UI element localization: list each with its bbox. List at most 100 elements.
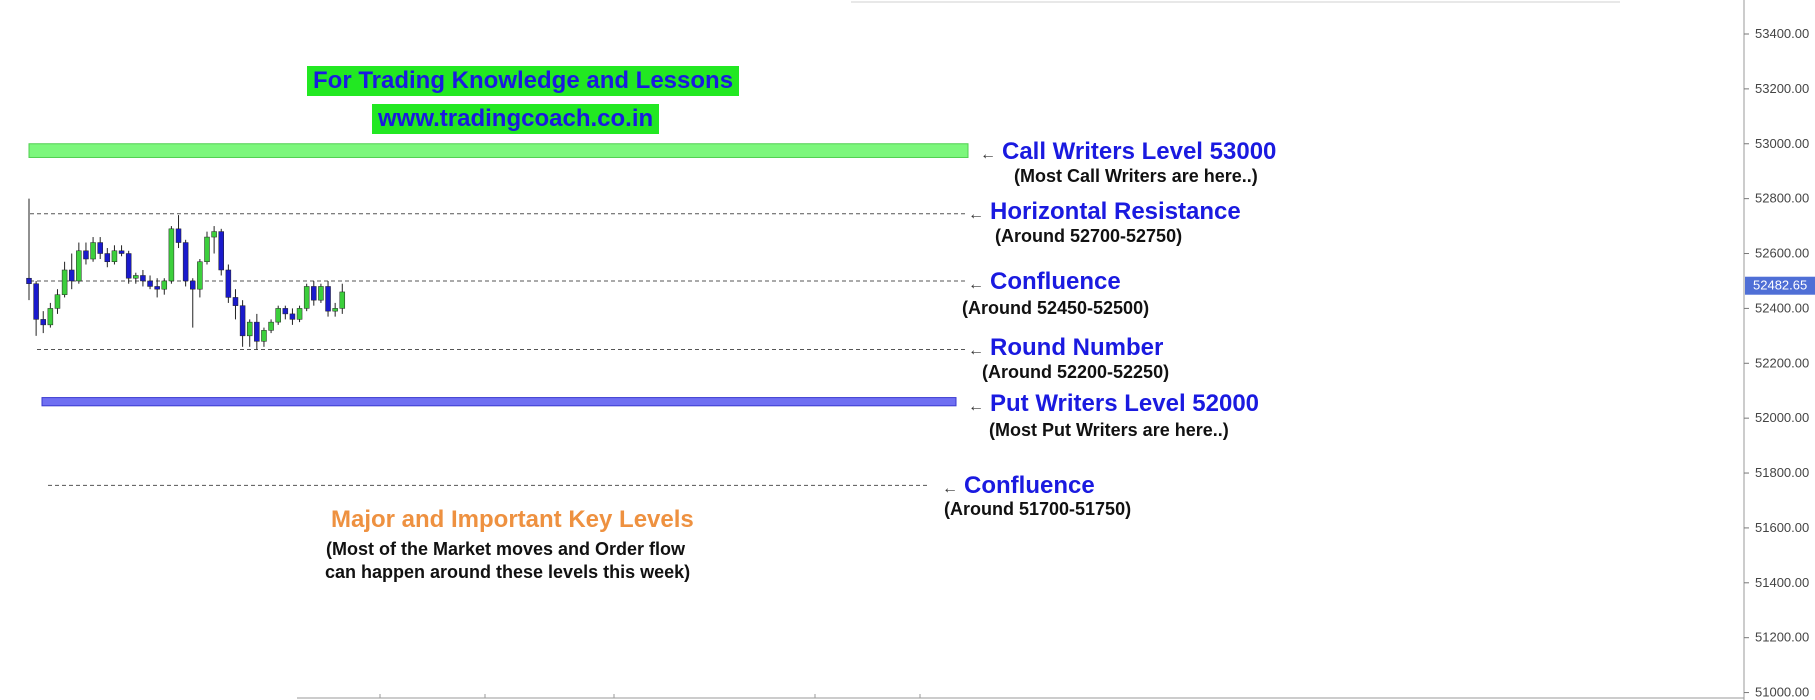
candle-body <box>303 286 310 309</box>
candle <box>104 248 111 268</box>
level-title: Confluence <box>990 268 1121 295</box>
candle-body <box>83 250 89 260</box>
candle-body <box>104 253 111 263</box>
candle <box>147 275 153 290</box>
candle <box>218 228 224 276</box>
current-price-tag <box>1745 276 1815 295</box>
candle <box>275 305 281 325</box>
price-tick-label: 52400.00 <box>1755 300 1809 315</box>
candle <box>76 242 82 284</box>
candle <box>90 237 96 262</box>
arrow-left-icon: ← <box>968 276 984 293</box>
level-label-confluence-lower: ←Confluence <box>942 472 1095 500</box>
header-line-2: www.tradingcoach.co.in <box>372 104 660 134</box>
level-title: Horizontal Resistance <box>990 198 1241 225</box>
candle <box>97 237 103 260</box>
key-levels-note-line-2: can happen around these levels this week… <box>325 562 691 582</box>
candle-body <box>218 231 224 271</box>
candle <box>68 253 75 290</box>
candle-body <box>225 269 232 298</box>
candle <box>190 278 196 328</box>
level-label-confluence-upper: ← Confluence <box>968 268 1121 296</box>
candle <box>197 259 203 298</box>
put-writers-zone <box>41 397 957 407</box>
price-tick-label: 52200.00 <box>1755 355 1809 370</box>
candle <box>211 226 217 254</box>
candle <box>296 305 303 323</box>
price-tick-label: 52800.00 <box>1755 191 1809 206</box>
candle-body <box>289 313 296 320</box>
candle <box>332 302 338 317</box>
candle-body <box>197 261 203 290</box>
level-label-call-writers: ← Call Writers Level 53000 <box>980 138 1276 166</box>
candle-body <box>182 242 189 282</box>
candle-body <box>40 319 46 326</box>
candle-body <box>76 250 82 282</box>
arrow-left-icon: ← <box>968 342 984 359</box>
candle-body <box>133 275 139 279</box>
candle <box>47 302 54 328</box>
candle-body <box>147 280 153 287</box>
candle-body <box>332 308 338 312</box>
price-tick-label: 53400.00 <box>1755 26 1809 41</box>
candle-body <box>125 253 132 279</box>
arrow-left-icon: ← <box>980 146 996 163</box>
candle <box>254 313 260 350</box>
price-tick-label: 51000.00 <box>1755 685 1809 700</box>
level-title: Confluence <box>964 472 1095 499</box>
candle <box>325 280 331 317</box>
candle-body <box>47 308 54 326</box>
header-line-1: For Trading Knowledge and Lessons <box>307 66 740 96</box>
candle <box>61 261 68 298</box>
level-label-put-writers: ←Put Writers Level 52000 <box>968 390 1259 418</box>
price-tick-label: 51400.00 <box>1755 575 1809 590</box>
candle <box>182 239 189 287</box>
candle-body <box>282 308 289 315</box>
key-levels-note-line-1: (Most of the Market moves and Order flow <box>326 539 686 559</box>
candle <box>168 226 175 284</box>
call-writers-zone <box>28 143 969 158</box>
current-price-label: 52482.65 <box>1753 278 1807 293</box>
candle <box>246 319 253 347</box>
candle-body <box>261 330 267 342</box>
candle <box>175 215 182 249</box>
level-label-horizontal-resistance: ←Horizontal Resistance <box>968 198 1241 226</box>
price-tick-label: 51600.00 <box>1755 520 1809 535</box>
candle-body <box>118 250 125 254</box>
candle-body <box>54 294 61 309</box>
level-title: Round Number <box>990 334 1164 361</box>
candle <box>111 245 118 265</box>
candle <box>261 327 267 347</box>
candle-body <box>154 286 160 290</box>
candle <box>83 242 89 265</box>
level-title: Call Writers Level 53000 <box>1002 138 1277 165</box>
candle-body <box>161 280 168 290</box>
candle-body <box>254 321 260 342</box>
level-sub-put-writers: (Most Put Writers are here..) <box>989 420 1229 440</box>
candle-body <box>296 308 303 320</box>
candle <box>33 280 39 336</box>
candle-body <box>33 283 39 320</box>
candle <box>26 198 32 301</box>
candle <box>289 308 296 325</box>
candle <box>118 245 125 257</box>
level-sub-confluence-lower: (Around 51700-51750) <box>944 499 1132 519</box>
candle-body <box>339 291 346 309</box>
candle <box>40 311 46 334</box>
candle <box>204 231 210 265</box>
candle <box>268 319 274 334</box>
price-tick-label: 51200.00 <box>1755 630 1809 645</box>
level-sub-confluence-upper: (Around 52450-52500) <box>962 298 1150 318</box>
candle-body <box>325 286 331 312</box>
price-tick-label: 53000.00 <box>1755 136 1809 151</box>
price-tick-label: 51800.00 <box>1755 465 1809 480</box>
candle-body <box>239 305 246 337</box>
candle-body <box>168 228 175 282</box>
candle-body <box>232 297 239 306</box>
level-sub-call-writers: (Most Call Writers are here..) <box>1014 166 1258 186</box>
candle <box>161 278 168 295</box>
price-tick-label: 53200.00 <box>1755 81 1809 96</box>
price-tick-label: 52000.00 <box>1755 410 1809 425</box>
price-tick-label: 52600.00 <box>1755 246 1809 261</box>
